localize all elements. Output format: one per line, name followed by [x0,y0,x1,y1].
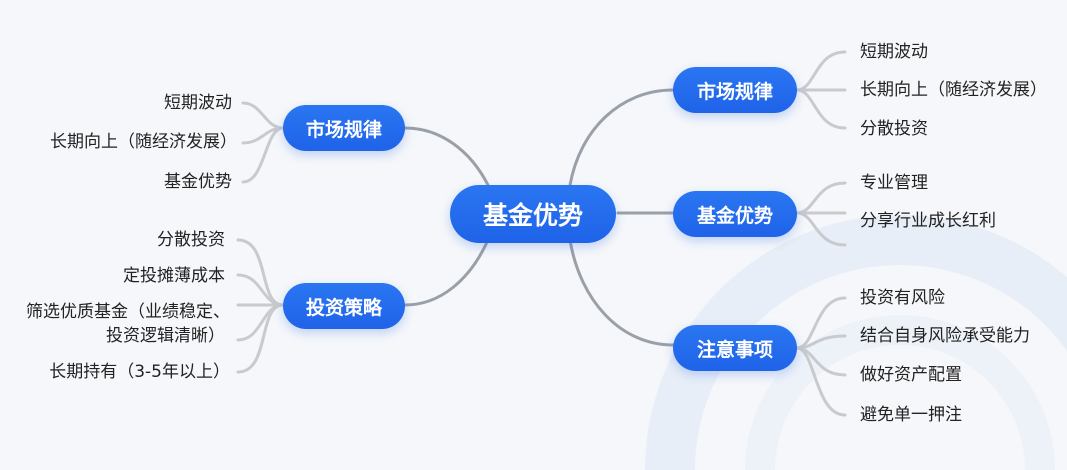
leaf-diversify[interactable]: 分散投资 [157,230,225,250]
leaf-fund-advantage[interactable]: 基金优势 [164,172,232,192]
leaf-diversify[interactable]: 分散投资 [860,119,928,139]
root-node[interactable]: 基金优势 [450,185,616,243]
leaf-dca[interactable]: 定投摊薄成本 [123,266,225,286]
left-branch-market-rules[interactable]: 市场规律 [283,105,405,151]
leaf-share-industry-growth[interactable]: 分享行业成长红利 [860,211,996,231]
branch-label: 基金优势 [696,204,773,227]
branch-label: 市场规律 [305,118,382,141]
leaf-long-term-upward[interactable]: 长期向上（随经济发展） [50,132,237,152]
leaf-long-term-hold[interactable]: 长期持有（3-5年以上） [49,362,230,382]
leaf-select-quality-funds-line2[interactable]: 投资逻辑清晰） [106,326,225,346]
leaf-professional-management[interactable]: 专业管理 [860,173,928,193]
branch-label: 市场规律 [696,80,773,103]
root-label: 基金优势 [482,201,583,230]
right-branch-market-rules[interactable]: 市场规律 [673,67,797,113]
right-branch-fund-advantage[interactable]: 基金优势 [673,191,797,237]
right-branch-precautions[interactable]: 注意事项 [673,325,797,371]
leaf-investment-risk[interactable]: 投资有风险 [860,288,945,308]
branch-label: 注意事项 [696,338,773,361]
leaf-long-term-upward[interactable]: 长期向上（随经济发展） [860,80,1047,100]
leaf-asset-allocation[interactable]: 做好资产配置 [860,365,962,385]
leaf-short-term-volatility[interactable]: 短期波动 [860,42,928,62]
leaf-short-term-volatility[interactable]: 短期波动 [164,93,232,113]
leaf-select-quality-funds-line1[interactable]: 筛选优质基金（业绩稳定、 [26,302,230,322]
branch-label: 投资策略 [305,296,382,319]
left-branch-investment-strategy[interactable]: 投资策略 [283,283,405,329]
leaf-risk-tolerance[interactable]: 结合自身风险承受能力 [860,326,1030,346]
leaf-avoid-single-bet[interactable]: 避免单一押注 [860,405,962,425]
